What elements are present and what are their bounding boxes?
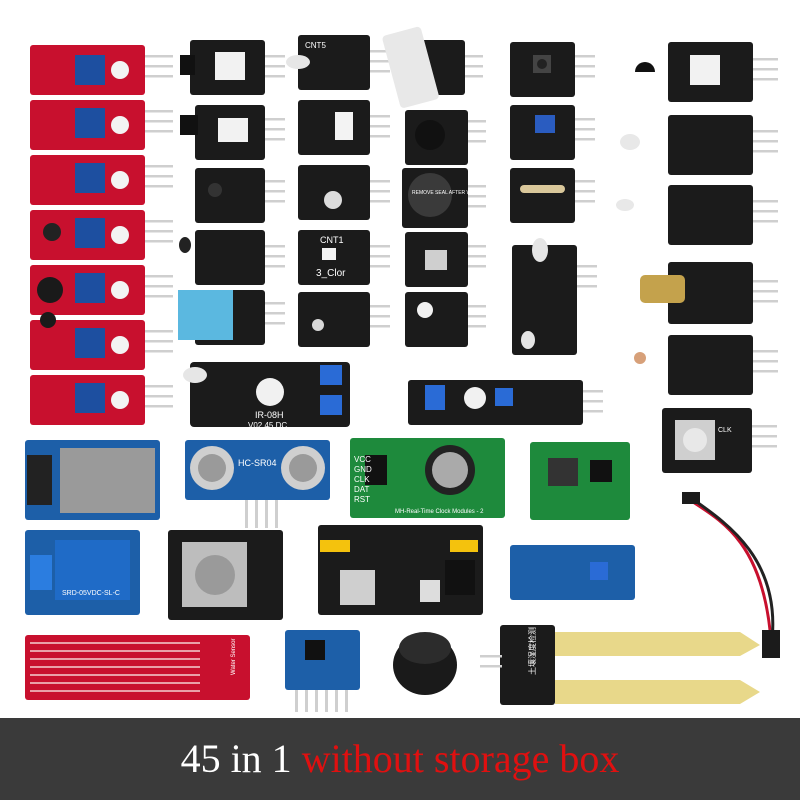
rtc-pin-gnd: GND [354, 465, 372, 474]
laser-module [640, 262, 778, 324]
transistor-module [635, 42, 778, 102]
water-sensor-label: Water Sensor [231, 639, 237, 675]
black-module-column-6: CLK [616, 42, 778, 473]
mercury-tilt-module [512, 238, 597, 355]
temp-module [180, 105, 285, 160]
led-module [620, 115, 778, 175]
ir-receiver-module [180, 40, 285, 95]
light-blocking-module [405, 232, 486, 287]
rtc-pin-dat: DAT [354, 485, 370, 494]
rtc-pin-vcc: VCC [354, 455, 371, 464]
rgb-led-module [298, 165, 390, 220]
sd-card-module [25, 440, 160, 520]
active-buzzer-module: REMOVE SEAL AFTER WASHING [402, 168, 490, 228]
red-module-3 [30, 155, 173, 205]
rotary-pin-clk: CLK [718, 427, 732, 434]
caption-note: without storage box [301, 736, 620, 781]
digital-temp-module [179, 230, 285, 285]
rtc-label: MH-Real-Time Clock Modules - 2 [395, 509, 484, 515]
rtc-pin-clk: CLK [354, 475, 370, 484]
soil-sensor-board [510, 545, 635, 600]
joystick-board-module [168, 530, 283, 620]
buzzer-module [405, 110, 486, 165]
water-sensor-module: Water Sensor [25, 635, 250, 700]
caption-count: 45 in 1 [180, 736, 292, 781]
rtc-module: VCC GND CLK DAT RST MH-Real-Time Clock M… [350, 438, 505, 518]
red-module-6 [30, 312, 173, 370]
button-module [510, 42, 595, 97]
rtc-pin-rst: RST [354, 495, 370, 504]
photo-interrupter-module [298, 292, 390, 347]
color-label: 3_Clor [316, 268, 346, 279]
ir-module-label: IR-08H [255, 410, 284, 420]
dc-dc-converter-module [530, 442, 630, 520]
soil-moisture-probe: 土壤湿度检测 [480, 625, 760, 705]
line-tracker-module [408, 380, 603, 425]
photoresistor-module [634, 335, 778, 395]
rotary-encoder-module: CLK [662, 408, 777, 473]
black-module-column-2 [178, 40, 285, 345]
shock-module [298, 100, 390, 155]
ir-emitter-module [616, 185, 778, 245]
pot-module [510, 105, 595, 160]
two-color-led-module [405, 292, 486, 347]
soil-chinese-label: 土壤湿度检测 [527, 627, 537, 675]
red-module-4 [30, 210, 173, 260]
black-module-column-5 [510, 42, 597, 355]
ultrasonic-label: HC-SR04 [238, 458, 277, 468]
hall-module [195, 168, 285, 223]
red-module-1 [30, 45, 173, 95]
cnt1-smd-rgb-module: CNT1 3_Clor [298, 230, 390, 285]
mpu-module [285, 630, 360, 712]
red-module-7 [30, 375, 173, 425]
red-module-5 [30, 265, 173, 315]
buzzer-seal-text: REMOVE SEAL AFTER WASHING [412, 190, 490, 196]
ir-module-version: V02.45.DC [248, 421, 287, 430]
black-module-column-3: CNT5 CNT1 3_Clor [286, 35, 390, 347]
black-module-column-4: REMOVE SEAL AFTER WASHING [382, 26, 490, 347]
sensor-kit-photo: CNT5 CNT1 3_Clor REMOVE SEAL AFTER WASHIN… [25, 26, 780, 712]
red-sound-sensor-stack [30, 45, 173, 425]
ultrasonic-module: HC-SR04 [185, 440, 330, 528]
reed-module [510, 168, 595, 223]
jumper-wires [682, 492, 780, 658]
joystick-cap [393, 632, 457, 695]
cnt1-label: CNT1 [320, 235, 344, 245]
tilt-switch-module [382, 26, 483, 108]
relay-module: SRD-05VDC-SL-C [25, 530, 140, 615]
relay-label: SRD-05VDC-SL-C [62, 590, 120, 597]
breadboard-power-module [318, 525, 483, 615]
cnt5-label: CNT5 [305, 41, 326, 50]
ir-obstacle-module: IR-08H V02.45.DC [183, 362, 350, 430]
red-module-2 [30, 100, 173, 150]
dht11-module [178, 290, 285, 345]
cnt5-led-module: CNT5 [286, 35, 390, 90]
